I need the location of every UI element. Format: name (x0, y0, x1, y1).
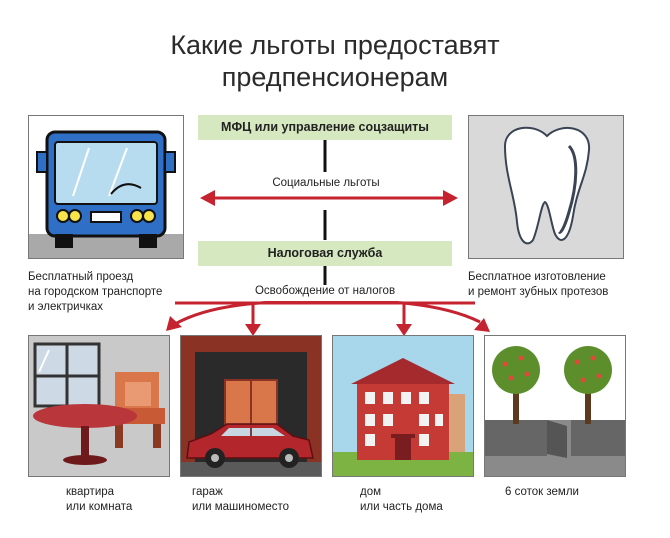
arrow-to-garage-head (245, 324, 261, 336)
title-line-1: Какие льготы предоставят (170, 30, 500, 60)
garage-panel (180, 335, 322, 477)
house-caption: дом или часть дома (360, 485, 480, 515)
mfc-box: МФЦ или управление соцзащиты (198, 115, 452, 140)
arrow-to-flat-head (166, 316, 182, 331)
house-caption-line: дом (360, 486, 382, 498)
bus-caption-line: на городском транспорте (28, 286, 163, 298)
garage-car-icon (181, 336, 321, 476)
bus-panel (28, 115, 184, 259)
house-caption-line: или часть дома (360, 501, 443, 513)
garage-caption: гараж или машиноместо (192, 485, 332, 515)
flat-caption-line: или комната (66, 501, 133, 513)
garage-caption-line: гараж (192, 486, 223, 498)
land-trees-icon (485, 336, 625, 476)
room-icon (29, 336, 169, 476)
title-line-2: предпенсионерам (221, 62, 449, 92)
bus-caption-line: и электричках (28, 301, 104, 313)
arrow-to-house-head (396, 324, 412, 336)
land-caption: 6 соток земли (505, 485, 625, 500)
flat-caption-line: квартира (66, 486, 115, 498)
land-caption-line: 6 соток земли (505, 486, 579, 498)
bus-icon (29, 116, 183, 258)
tooth-caption-line: Бесплатное изготовление (468, 271, 606, 283)
tax-exemption-label: Освобождение от налогов (243, 285, 407, 301)
tooth-caption: Бесплатное изготовление и ремонт зубных … (468, 270, 653, 300)
arrow-to-land-head (474, 318, 490, 332)
garage-caption-line: или машиноместо (192, 501, 290, 513)
tooth-caption-line: и ремонт зубных протезов (468, 286, 609, 298)
flat-caption: квартира или комната (66, 485, 176, 515)
bus-caption: Бесплатный проезд на городском транспорт… (28, 270, 198, 315)
tax-service-box: Налоговая служба (198, 241, 452, 266)
flat-panel (28, 335, 170, 477)
house-icon (333, 336, 473, 476)
land-panel (484, 335, 626, 477)
social-benefits-label: Социальные льготы (250, 177, 402, 193)
house-panel (332, 335, 474, 477)
bus-caption-line: Бесплатный проезд (28, 271, 134, 283)
tooth-panel (468, 115, 624, 259)
social-arrow-left-head (200, 190, 215, 206)
social-arrow-right-head (443, 190, 458, 206)
tooth-icon (469, 116, 623, 258)
